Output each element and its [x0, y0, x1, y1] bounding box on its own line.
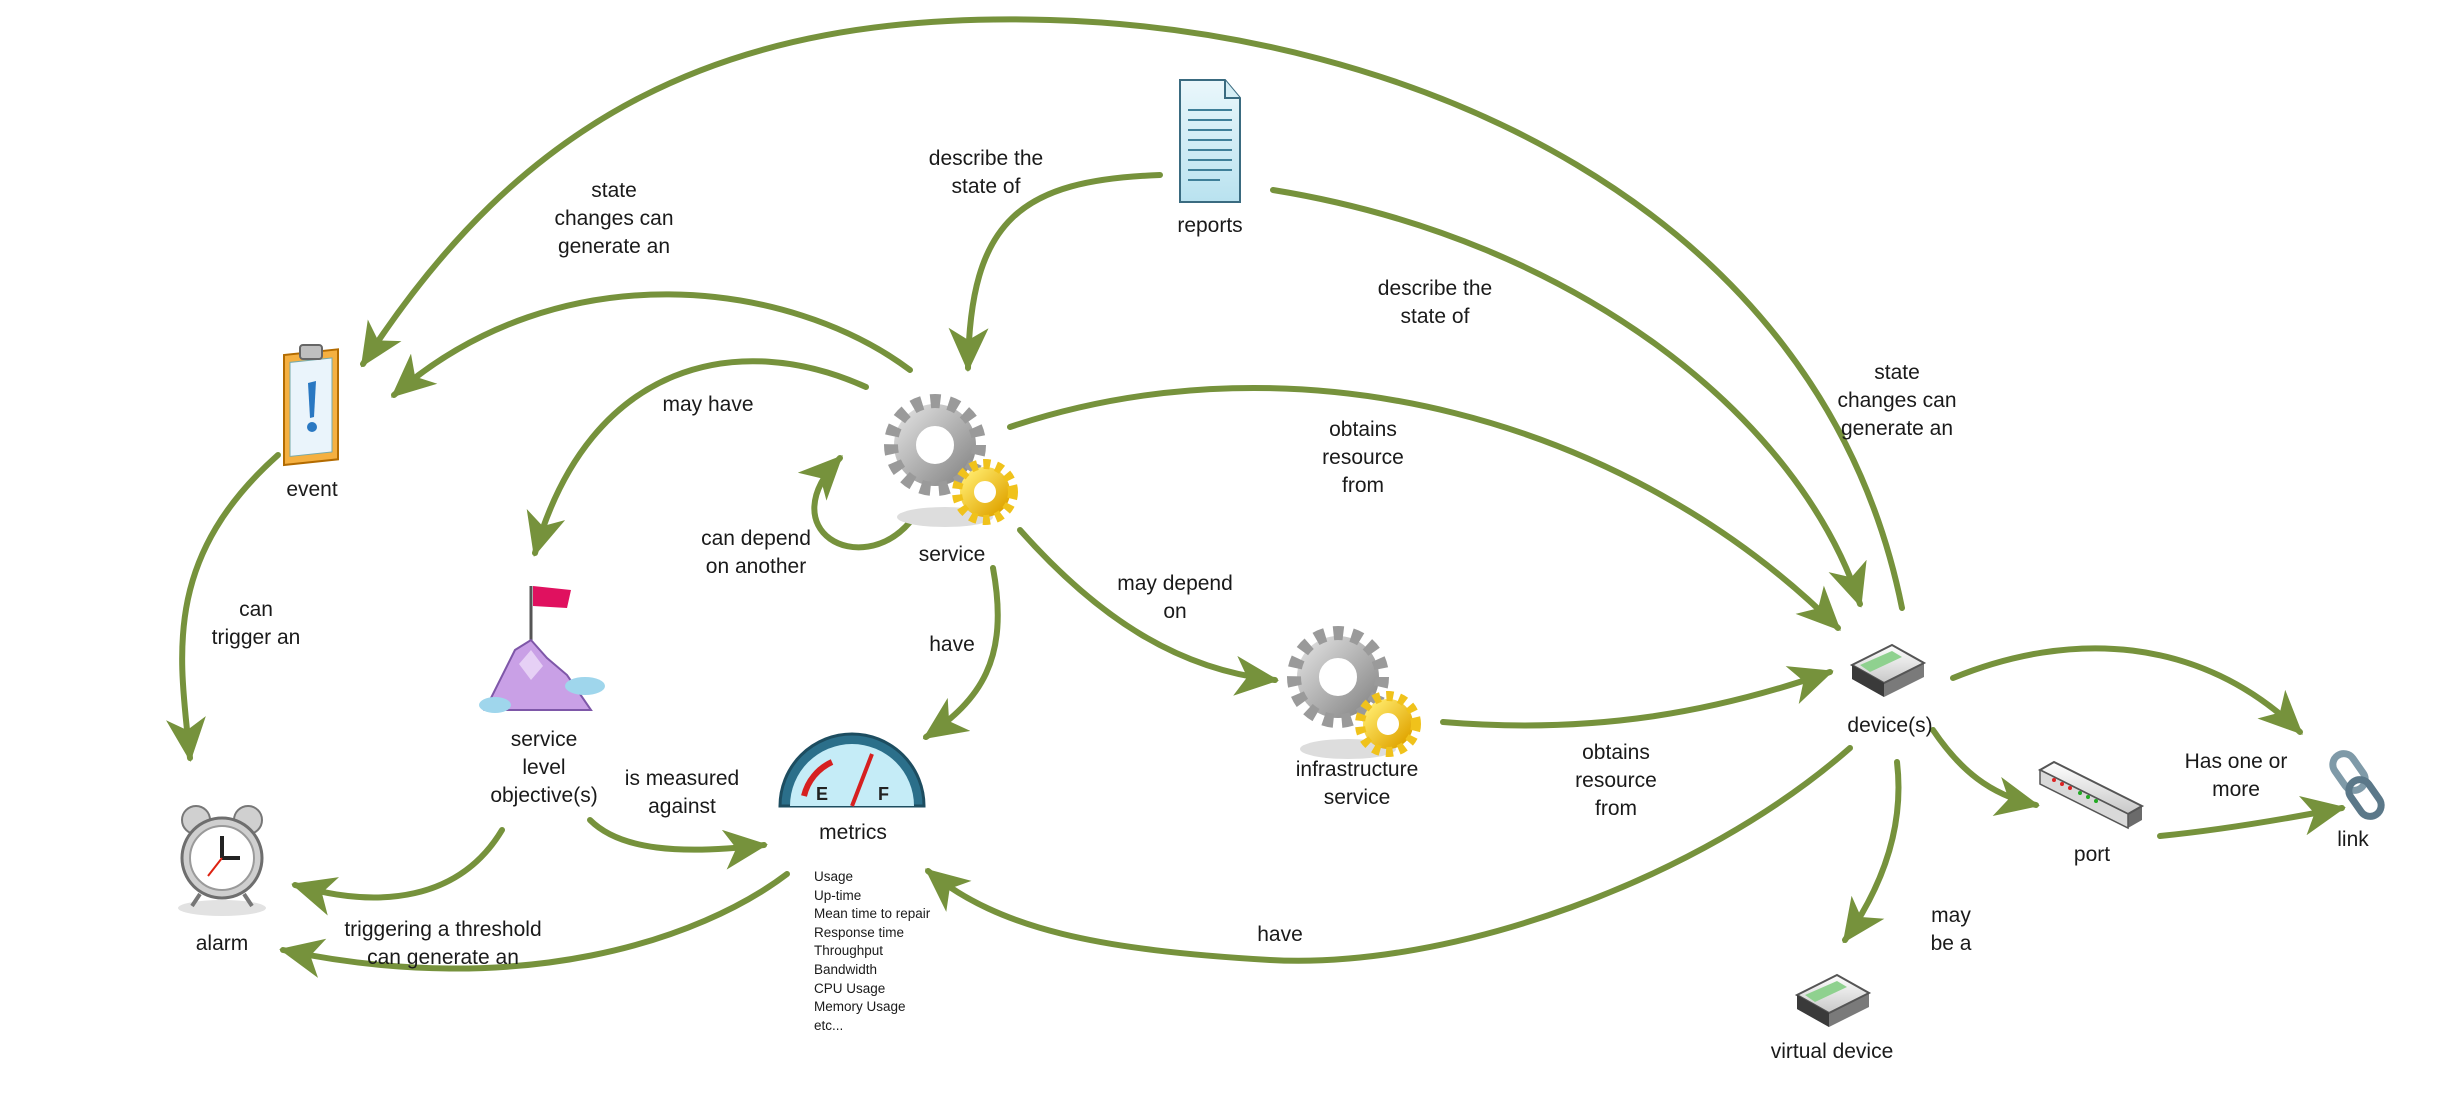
chain-link-icon: [2329, 750, 2385, 820]
mountain-flag-icon: [479, 586, 605, 713]
arrow-service-metrics: [922, 565, 1001, 740]
gears-icon: [884, 394, 1018, 527]
edge-label-service-slo: may have: [662, 393, 754, 416]
node-label-link: link: [2337, 828, 2369, 851]
arrow-reports-service: [948, 172, 1163, 372]
alarm-clock-icon: [178, 805, 266, 916]
svg-text:F: F: [878, 784, 889, 804]
node-label-metrics: metrics: [819, 821, 887, 844]
edge-label-devices-metrics: have: [1257, 923, 1303, 946]
arrow-service-slo: [526, 358, 869, 557]
arrow-port-link: [2157, 795, 2346, 839]
metrics-list-item: Bandwidth: [814, 961, 878, 977]
arrow-service-self: [797, 455, 913, 551]
svg-text:E: E: [816, 784, 828, 804]
arrows: [166, 16, 2346, 978]
arrow-slo-metrics: [587, 817, 768, 870]
arrow-slo-alarm: [291, 827, 505, 916]
node-label-service: service: [918, 543, 986, 566]
metrics-list-item: etc...: [814, 1017, 844, 1033]
node-label-event: event: [286, 478, 338, 501]
metrics-list-item: Memory Usage: [814, 999, 906, 1015]
clipboard-alert-icon: [283, 344, 339, 467]
network-device-icon: [1849, 643, 1927, 697]
gears-icon: [1287, 626, 1421, 759]
node-label-port: port: [2073, 843, 2111, 866]
arrow-metrics-alarm: [279, 871, 790, 978]
node-label-reports: reports: [1177, 214, 1243, 237]
arrow-devices-metrics: [924, 745, 1853, 964]
arrow-reports-devices: [1270, 187, 1867, 608]
arrow-infra-devices: [1440, 666, 1834, 729]
metrics-list-item: Mean time to repair: [814, 906, 931, 922]
arrow-devices-event: [360, 16, 1905, 611]
node-label-alarm: alarm: [195, 932, 249, 955]
edge-label-service-metrics: have: [929, 633, 975, 656]
node-label-devices: device(s): [1847, 714, 1933, 737]
arrow-service-devices: [1007, 385, 1841, 631]
fuel-gauge-icon: E F: [778, 732, 926, 808]
arrow-service-infra: [1017, 527, 1279, 696]
metrics-list: Usage Up-time Mean time to repair Respon…: [814, 868, 930, 1035]
metrics-list-item: Throughput: [814, 943, 884, 959]
arrow-devices-virtual: [1842, 759, 1902, 944]
metrics-list-item: Response time: [814, 924, 905, 940]
node-label-virtual-device: virtual device: [1770, 1040, 1894, 1063]
network-switch-icon: [2037, 760, 2145, 830]
arrow-service-event: [390, 291, 913, 398]
arrow-devices-link: [1950, 645, 2303, 735]
arrow-event-alarm: [166, 452, 281, 762]
metrics-list-item: CPU Usage: [814, 980, 886, 996]
document-icon: [1179, 79, 1241, 203]
metrics-list-item: Up-time: [814, 887, 862, 903]
network-device-icon: [1794, 973, 1872, 1027]
arrow-devices-port: [1930, 727, 2040, 817]
metrics-list-item: Usage: [814, 869, 854, 884]
